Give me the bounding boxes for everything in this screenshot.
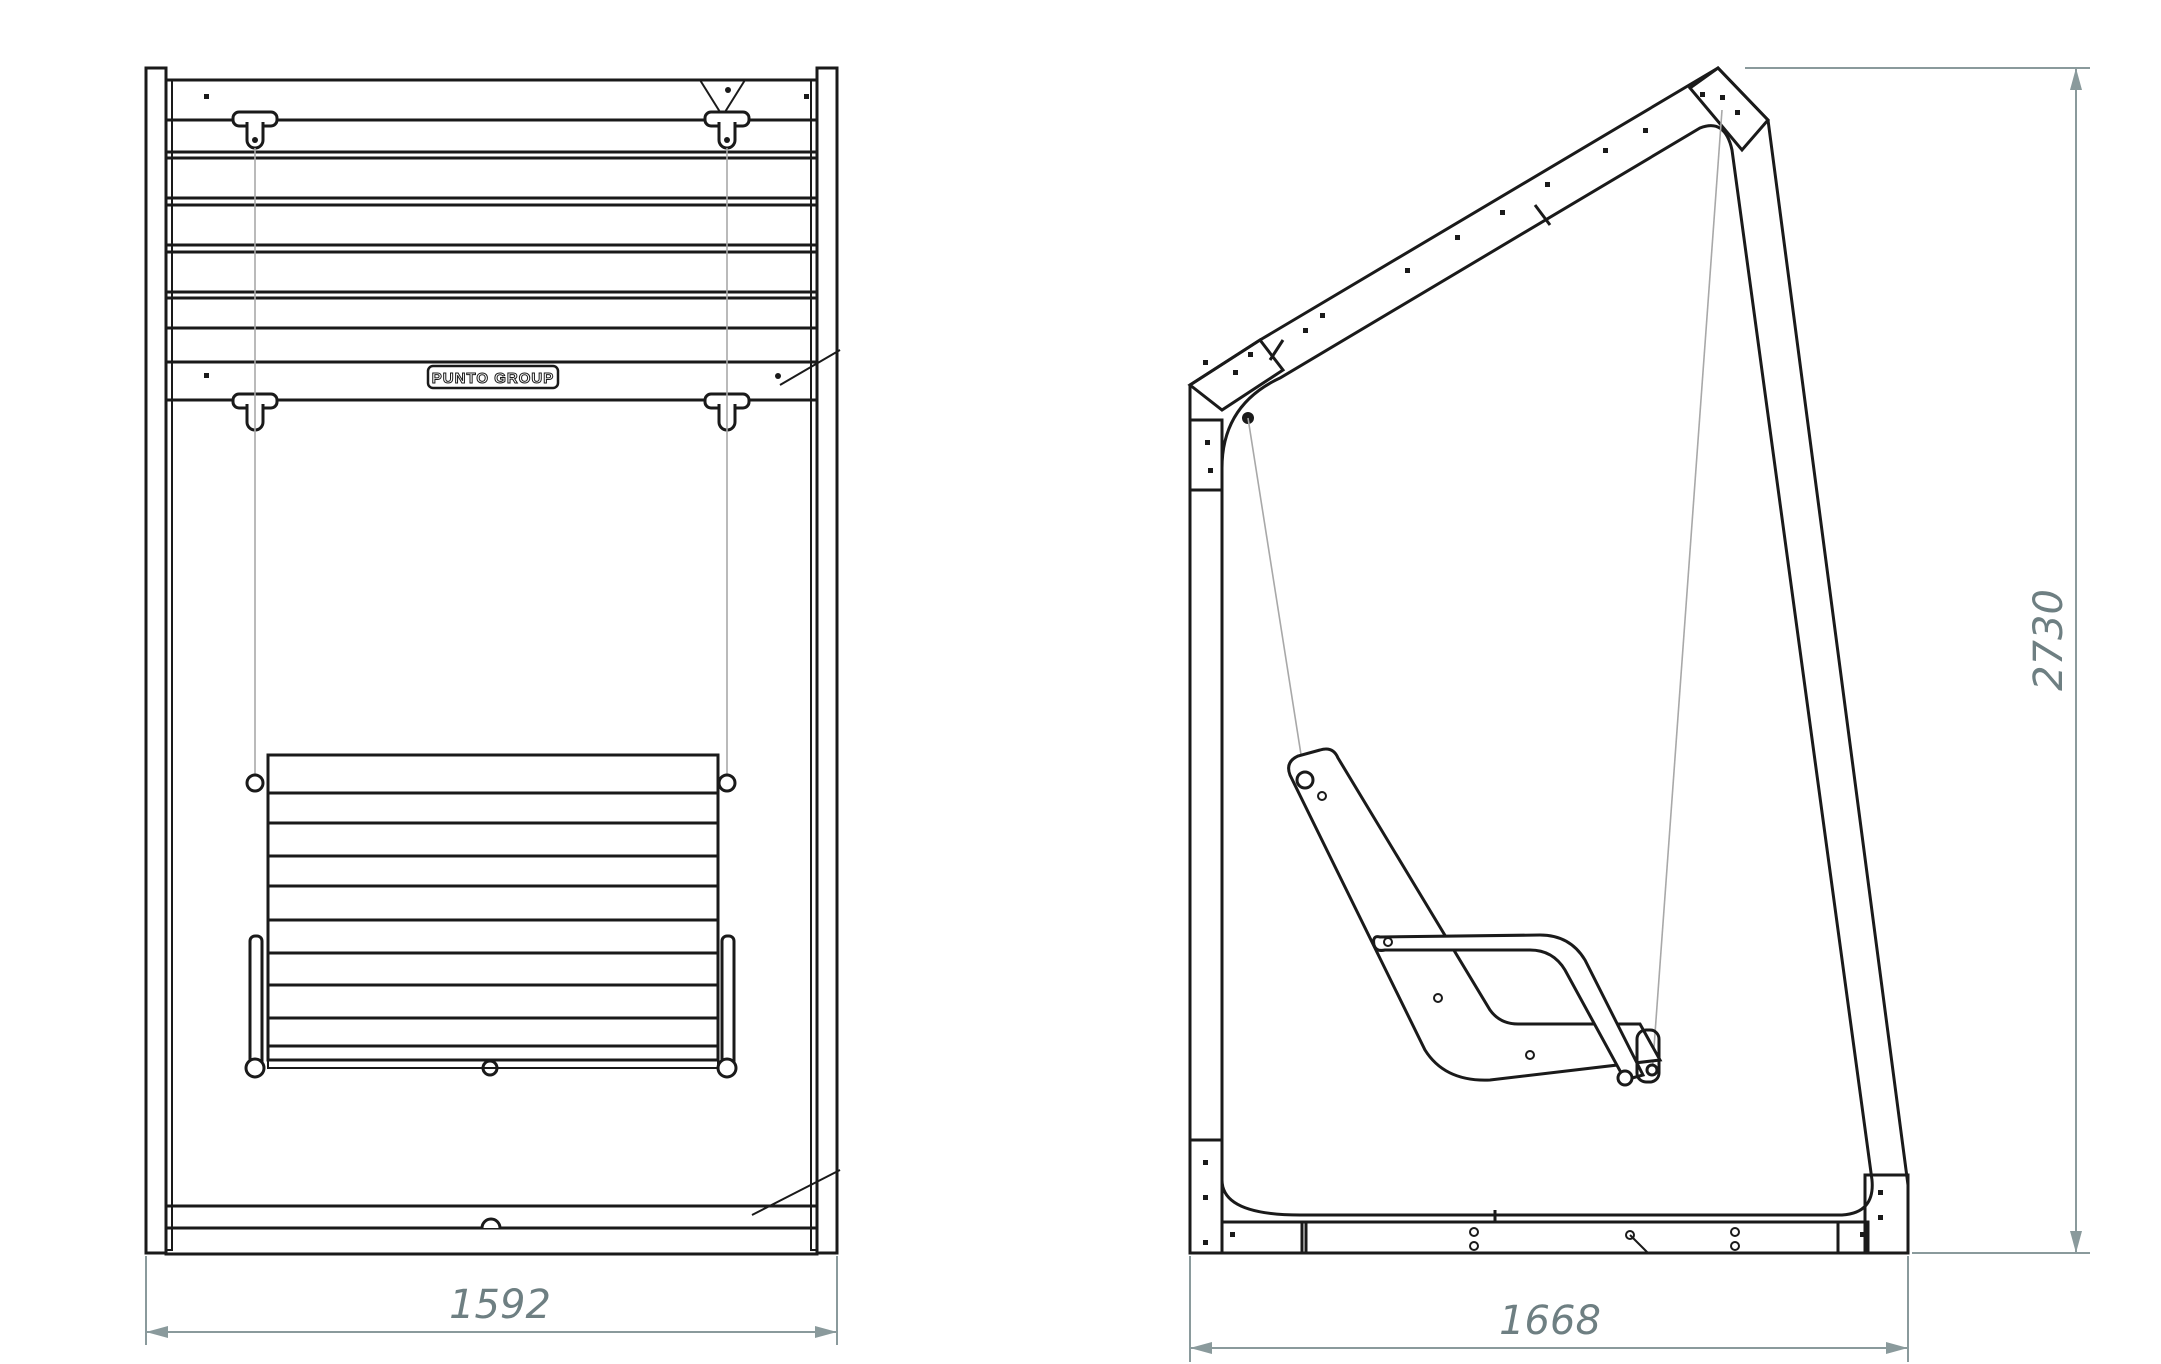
front-view: PUNTO GROUP bbox=[144, 66, 841, 1256]
front-top-hanger-right bbox=[703, 110, 751, 150]
front-plank-bolts bbox=[204, 87, 809, 379]
side-corner-plates bbox=[1187, 66, 1910, 1255]
front-left-post bbox=[144, 66, 168, 1255]
front-bottom-rail bbox=[164, 1204, 819, 1256]
front-top-hanger-left bbox=[231, 110, 279, 150]
side-frame-inner bbox=[1220, 124, 1874, 1217]
dimension-side-height: 2730 bbox=[1745, 67, 2090, 1254]
punto-group-logo: PUNTO GROUP bbox=[426, 364, 560, 390]
side-height-label: 2730 bbox=[2026, 589, 2072, 691]
front-width-label: 1592 bbox=[449, 1282, 551, 1328]
dimension-side-depth: 1668 bbox=[1189, 1256, 1909, 1362]
front-swing-bench bbox=[244, 753, 738, 1079]
side-swing-seat bbox=[1287, 747, 1663, 1087]
side-view bbox=[1187, 66, 1910, 1255]
side-cable-rear bbox=[1651, 109, 1723, 1076]
side-depth-label: 1668 bbox=[1499, 1298, 1601, 1344]
logo-text: PUNTO GROUP bbox=[432, 370, 554, 387]
front-roof-planks bbox=[164, 78, 819, 402]
side-cable-front bbox=[1247, 417, 1306, 781]
front-right-post bbox=[815, 66, 839, 1255]
side-bottom-holes bbox=[1469, 1210, 1740, 1254]
dimension-front-width: 1592 bbox=[145, 1256, 838, 1345]
